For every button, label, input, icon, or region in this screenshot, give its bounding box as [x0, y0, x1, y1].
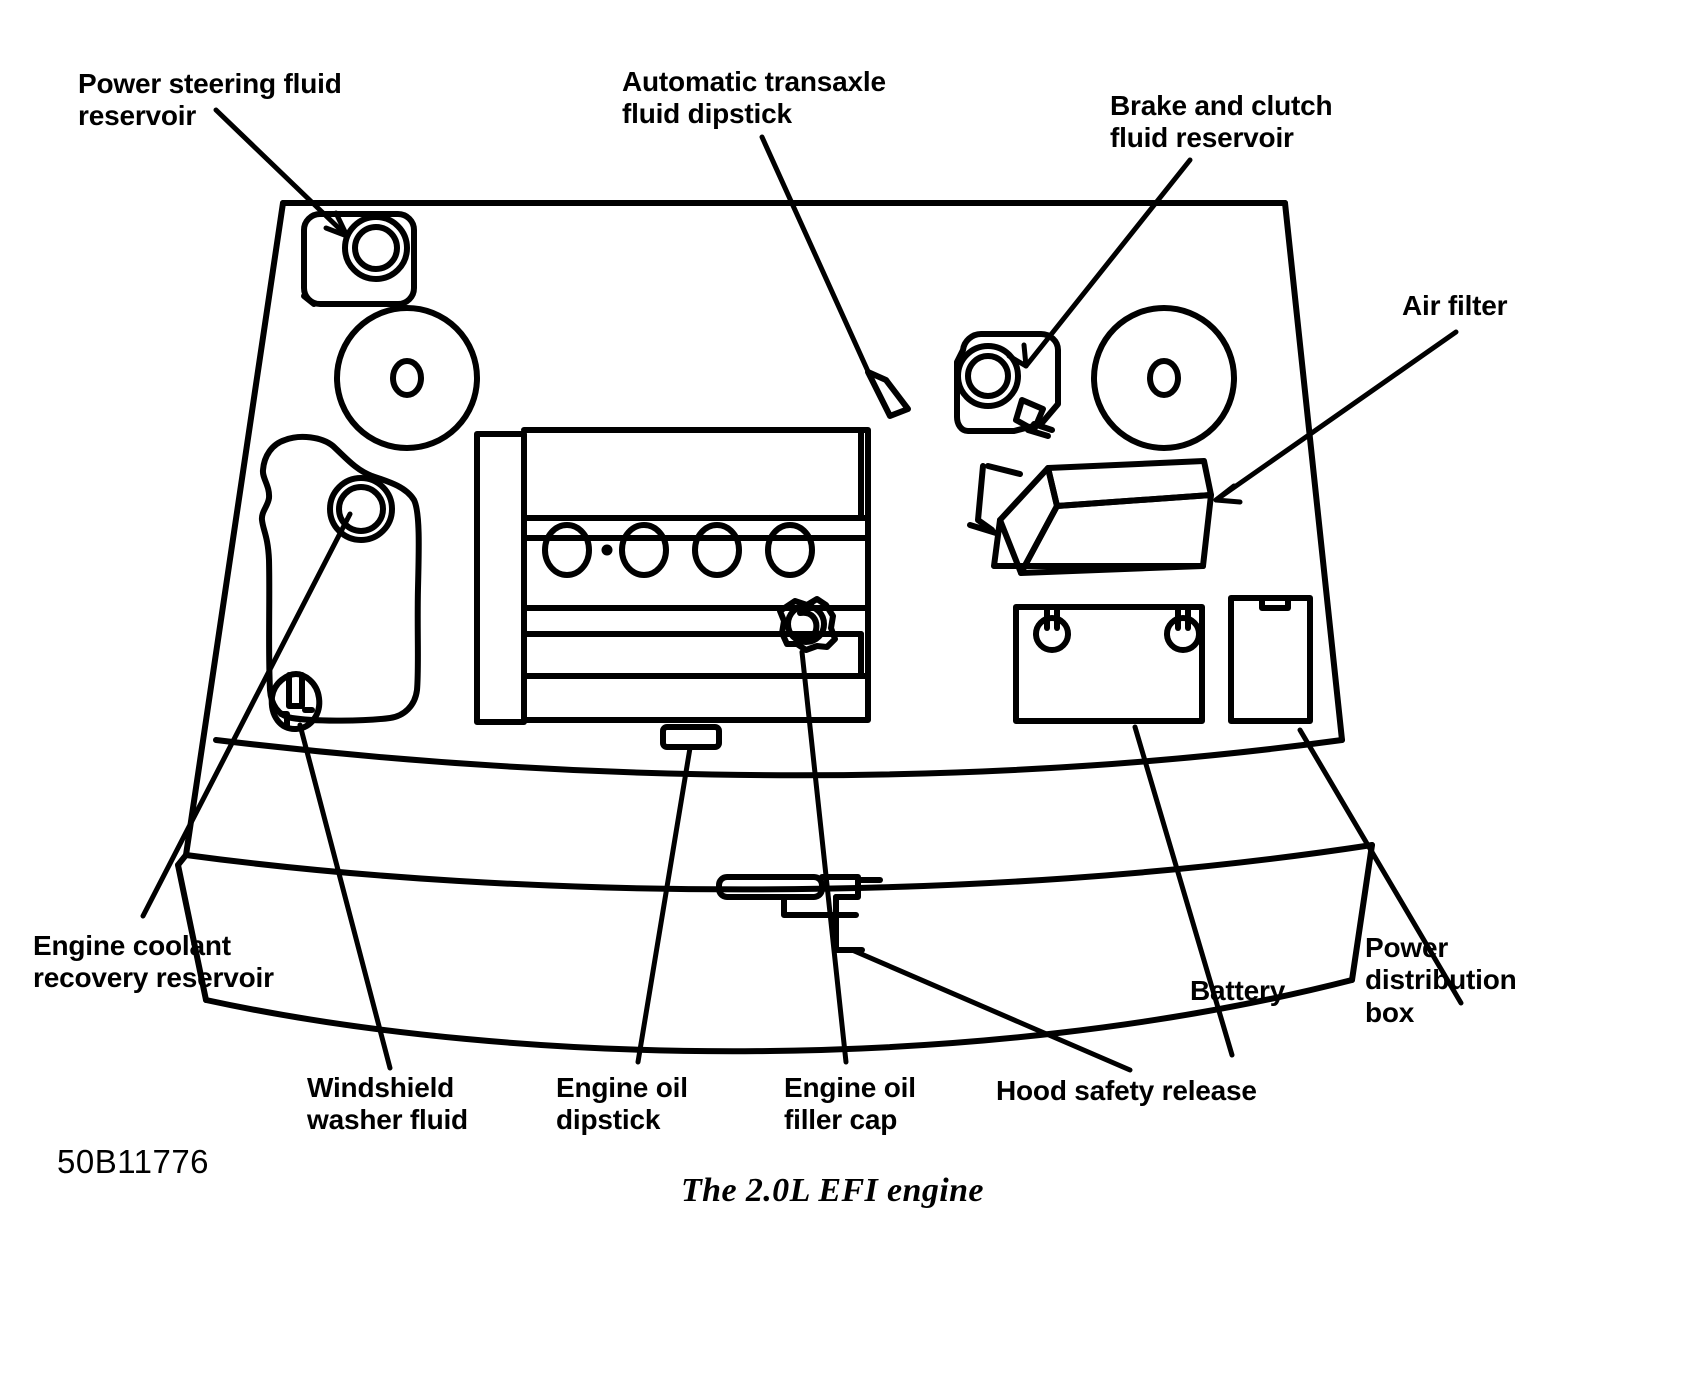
leader-brake-clutch	[1023, 157, 1193, 369]
leader-lines	[140, 107, 1464, 1073]
figure-caption: The 2.0L EFI engine	[681, 1172, 984, 1209]
leader-transaxle-dipstick	[759, 134, 874, 381]
label-engine-oil-dipstick: Engine oil dipstick	[556, 1072, 688, 1136]
label-engine-coolant-recovery-reservoir: Engine coolant recovery reservoir	[33, 930, 274, 994]
leader-engine-oil-dipstick	[635, 745, 693, 1065]
automatic-transaxle-dipstick-shape	[865, 369, 911, 419]
engine-block-shape	[474, 427, 871, 725]
leader-hood-safety-release	[849, 947, 1133, 1073]
engine-coolant-recovery-reservoir-shape	[258, 433, 422, 724]
right-strut-tower	[1091, 305, 1237, 451]
leader-windshield-washer	[297, 722, 393, 1071]
label-air-filter: Air filter	[1402, 290, 1508, 321]
label-battery: Battery	[1190, 975, 1286, 1006]
label-automatic-transaxle-fluid-dipstick: Automatic transaxle fluid dipstick	[622, 66, 886, 130]
engine-bay-outline	[175, 200, 1375, 1055]
figure-id-code: 50B11776	[57, 1143, 210, 1180]
power-distribution-box-shape	[1228, 595, 1313, 724]
leader-power-steering	[213, 107, 350, 239]
power-steering-reservoir-shape	[301, 211, 417, 307]
label-brake-and-clutch-fluid-reservoir: Brake and clutch fluid reservoir	[1110, 90, 1333, 154]
leader-power-distribution	[1297, 727, 1464, 1006]
engine-oil-filler-cap-shape	[777, 596, 838, 653]
label-power-steering-fluid-reservoir: Power steering fluid reservoir	[78, 68, 342, 132]
label-engine-oil-filler-cap: Engine oil filler cap	[784, 1072, 916, 1136]
label-windshield-washer-fluid: Windshield washer fluid	[307, 1072, 468, 1136]
windshield-washer-fluid-cap-shape	[268, 671, 323, 732]
brake-clutch-fluid-reservoir-shape	[954, 331, 1061, 439]
leader-air-filter	[1213, 329, 1459, 503]
engine-oil-dipstick-shape	[660, 724, 722, 750]
left-strut-tower	[334, 305, 480, 451]
leader-engine-coolant	[140, 511, 353, 919]
air-filter-housing-shape	[967, 458, 1214, 576]
battery-shape	[1013, 604, 1205, 724]
leader-engine-oil-filler	[799, 649, 849, 1065]
leader-battery	[1132, 724, 1235, 1058]
label-hood-safety-release: Hood safety release	[996, 1075, 1257, 1106]
label-power-distribution-box: Power distribution box	[1365, 932, 1517, 1028]
